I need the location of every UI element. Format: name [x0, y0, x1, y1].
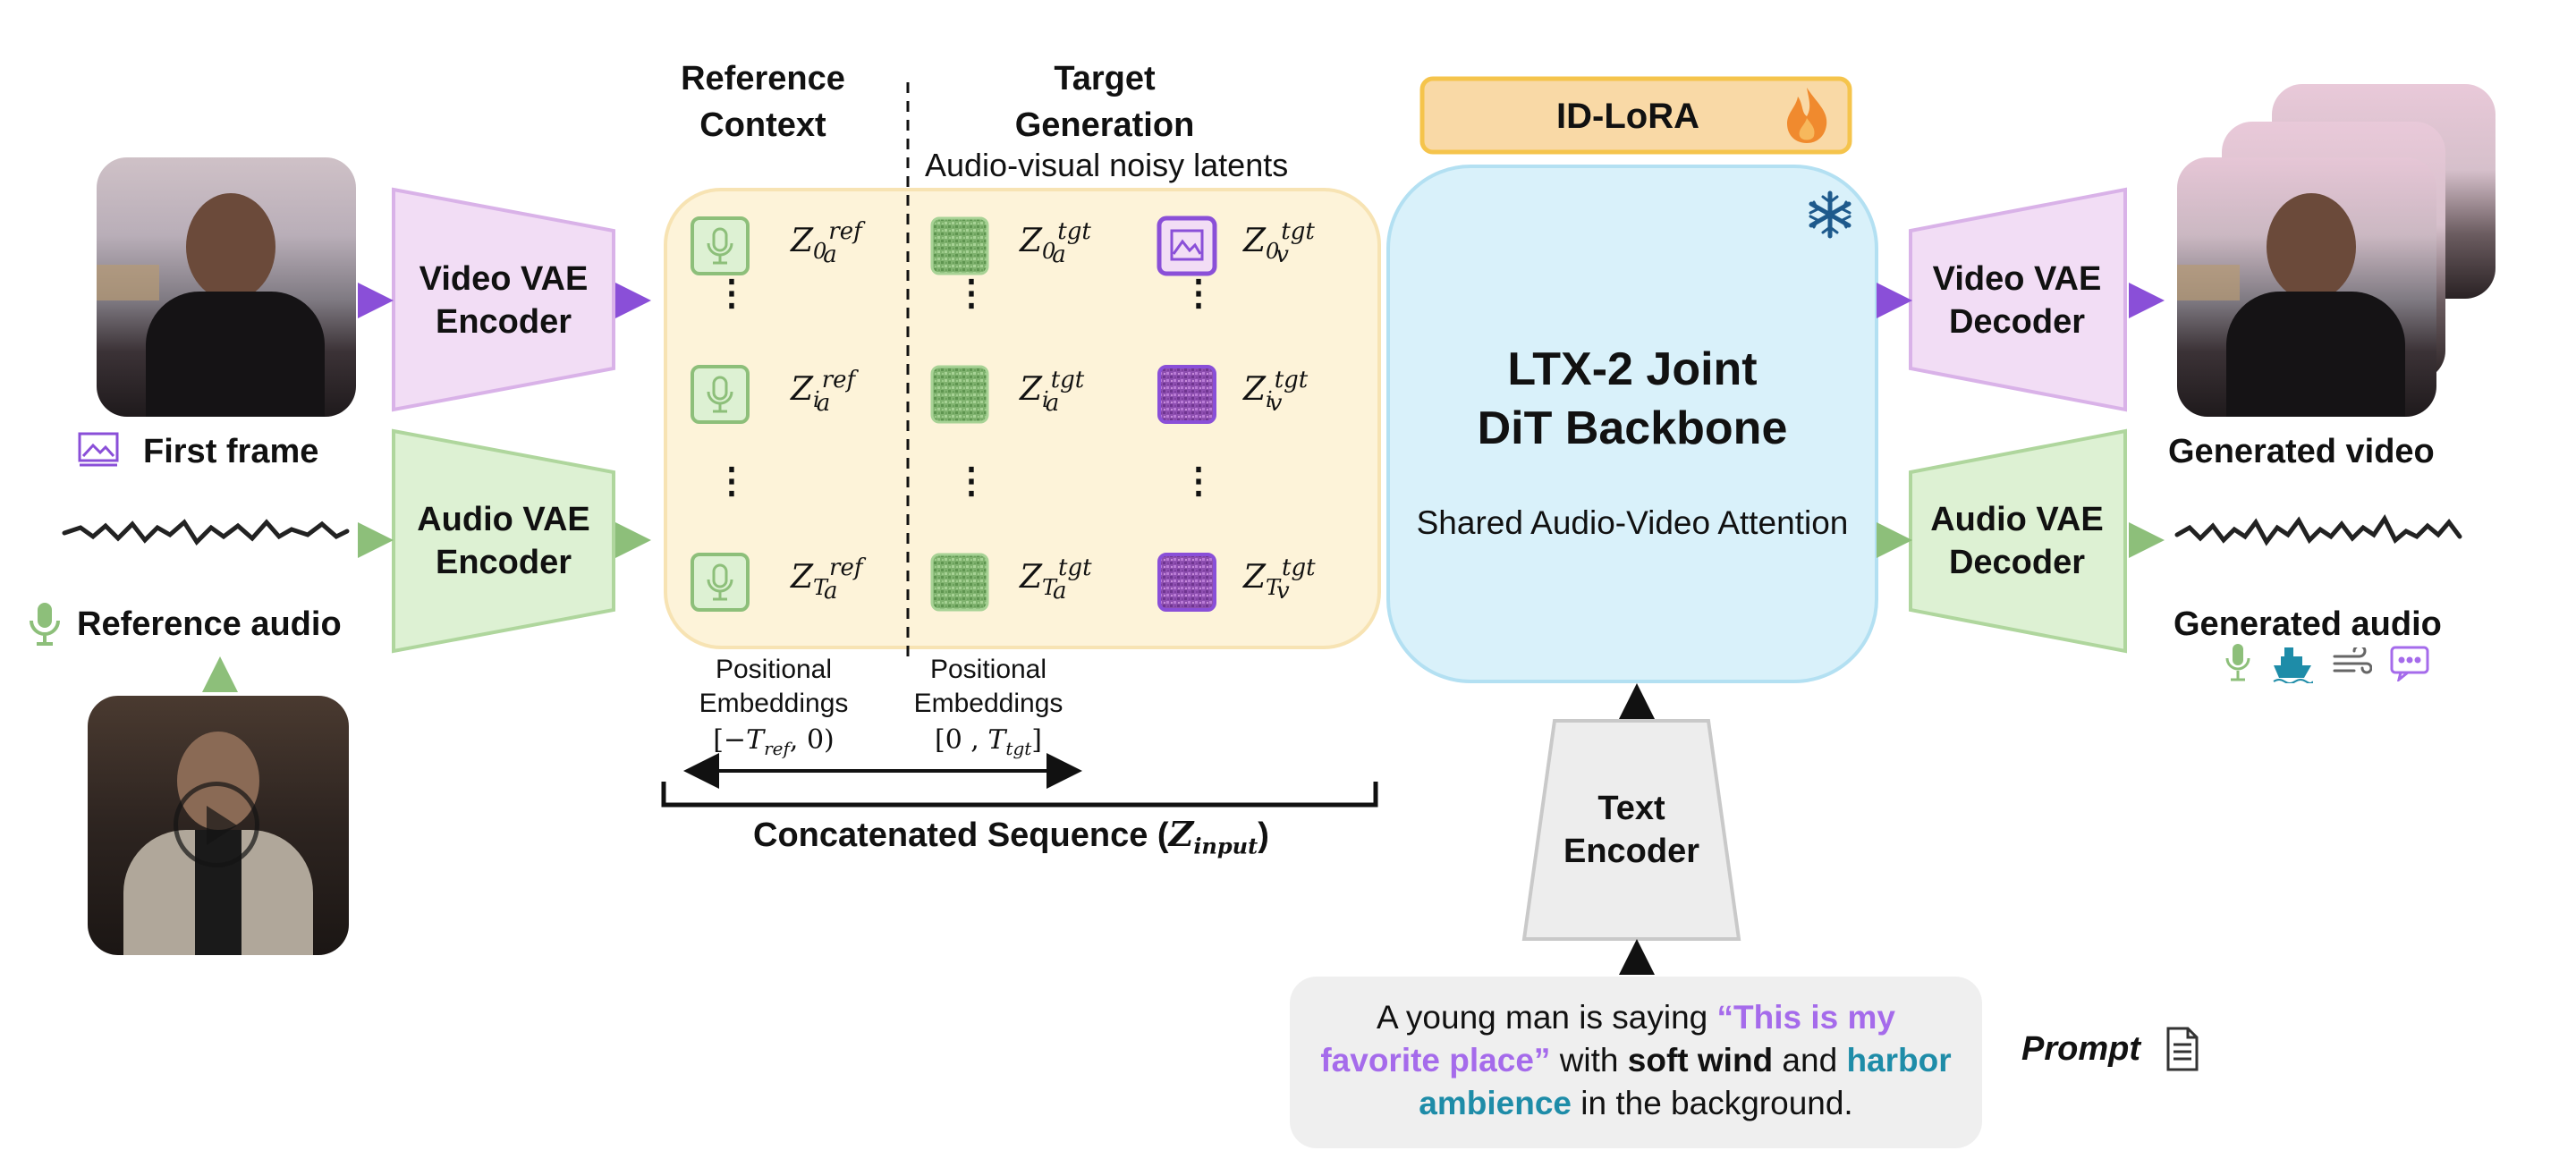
- generated-frame-front: [2177, 157, 2436, 417]
- reference-video-thumbnail: [88, 696, 349, 955]
- video-encoder-label: Video VAE Encoder: [419, 260, 589, 341]
- audio-encoder-shape: [392, 428, 615, 654]
- ellipsis: ⋮: [953, 461, 989, 501]
- first-frame-image: [97, 157, 356, 417]
- ref-token-icons: [691, 216, 750, 612]
- tgt-audio-noise-tiles: [930, 216, 989, 612]
- speech-bubble-icon: [2390, 646, 2429, 683]
- generated-audio-label: Generated audio: [2174, 605, 2442, 643]
- reference-waveform: [62, 519, 350, 546]
- video-encoder-shape: [392, 187, 615, 412]
- backbone-title: LTX-2 Joint DiT Backbone: [1477, 343, 1788, 454]
- first-frame-label: First frame: [143, 433, 319, 470]
- tgt-positional-label: Positional Embeddings: [913, 655, 1063, 718]
- reference-audio-label: Reference audio: [77, 605, 342, 643]
- ellipsis: ⋮: [953, 274, 989, 313]
- generated-video-label: Generated video: [2168, 433, 2435, 470]
- play-icon[interactable]: [174, 782, 259, 867]
- concat-label: Concatenated Sequence (Zinput): [753, 814, 1269, 859]
- fire-icon: [1782, 86, 1832, 145]
- document-icon: [2165, 1027, 2200, 1071]
- video-decoder-label: Video VAE Decoder: [1932, 260, 2102, 341]
- generated-waveform: [2174, 514, 2462, 546]
- sequence-panel: [664, 188, 1381, 649]
- audio-encoder-label: Audio VAE Encoder: [417, 501, 590, 581]
- audio-decoder-label: Audio VAE Decoder: [1930, 501, 2104, 581]
- quote-text: “This is my favorite place”: [1320, 999, 1895, 1079]
- microphone-icon: [2224, 642, 2252, 685]
- backbone-subtitle: Shared Audio-Video Attention: [1416, 504, 1849, 541]
- target-generation-subtitle: Audio-visual noisy latents: [925, 147, 1289, 183]
- text-encoder-shape: [1521, 719, 1741, 941]
- wind-text: soft wind: [1627, 1042, 1774, 1079]
- text-encoder-label: Text Encoder: [1563, 790, 1700, 870]
- ellipsis: ⋮: [714, 461, 750, 501]
- prompt-box: A young man is saying “This is my favori…: [1290, 977, 1982, 1148]
- ellipsis: ⋮: [714, 274, 750, 313]
- tgt-video-tiles: [1157, 216, 1217, 612]
- first-frame-image-icon: [77, 431, 120, 467]
- concat-bracket: [661, 782, 1378, 808]
- ellipsis: ⋮: [1181, 461, 1216, 501]
- target-generation-header: Target Generation: [1014, 60, 1195, 144]
- snowflake-icon: [1805, 190, 1855, 240]
- prompt-label: Prompt: [2021, 1030, 2140, 1068]
- video-decoder-shape: [1909, 187, 2127, 412]
- tgt-positional-range: [0 , Ttgt]: [934, 724, 1043, 759]
- reference-context-header: Reference Context: [681, 60, 845, 144]
- ship-icon: [2272, 642, 2314, 684]
- microphone-icon: [27, 601, 63, 649]
- wind-icon: [2333, 644, 2373, 680]
- ref-positional-range: [−Tref, 0): [713, 724, 835, 759]
- idlora-label: ID-LoRA: [1556, 97, 1699, 136]
- backbone-box: [1386, 165, 1878, 683]
- ref-positional-label: Positional Embeddings: [699, 655, 849, 718]
- idlora-box: [1419, 76, 1852, 155]
- ellipsis: ⋮: [1181, 274, 1216, 313]
- audio-decoder-shape: [1909, 428, 2127, 654]
- harbor-text: harbor ambience: [1419, 1042, 1952, 1121]
